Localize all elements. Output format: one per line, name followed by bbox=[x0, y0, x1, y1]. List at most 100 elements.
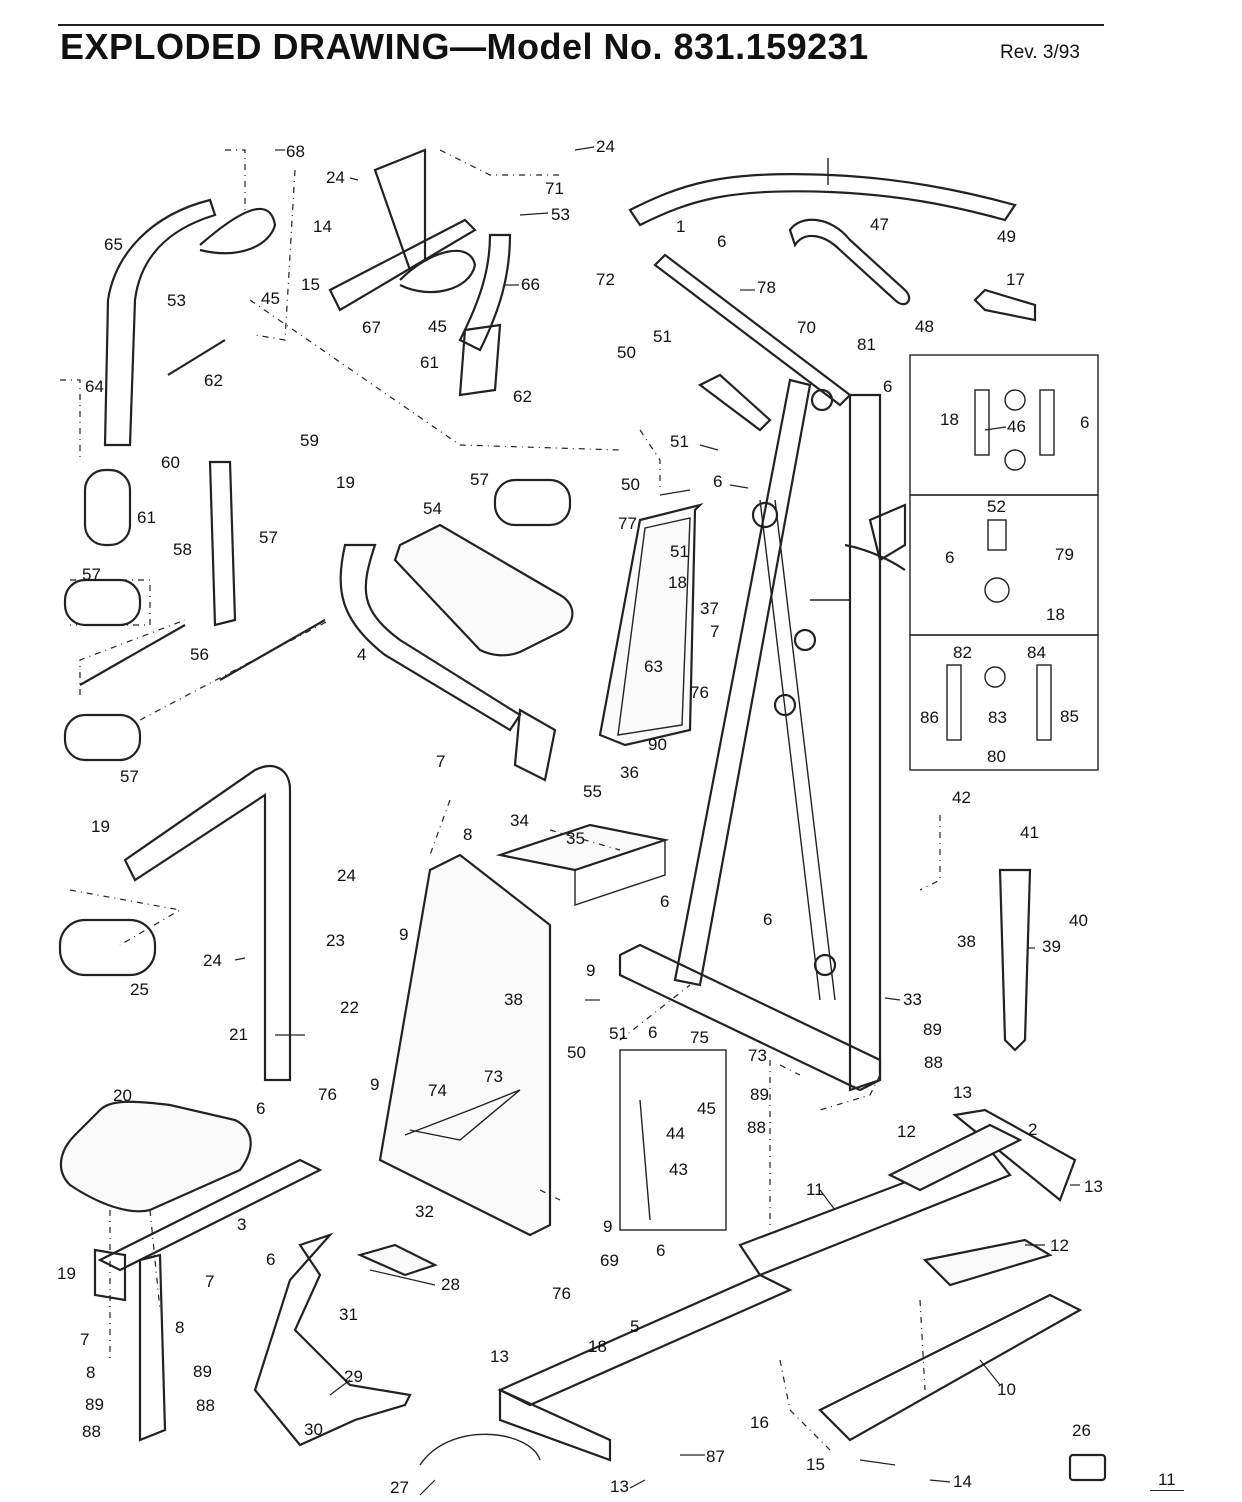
shaft-62 bbox=[167, 339, 226, 376]
callout-39: 39 bbox=[1042, 937, 1061, 956]
callout-7b: 7 bbox=[710, 622, 719, 641]
callout-24b: 24 bbox=[326, 168, 345, 187]
callout-6b: 6 bbox=[883, 377, 892, 396]
pedal-upper bbox=[887, 1123, 1023, 1192]
curl-stand bbox=[123, 764, 292, 1082]
callout-6: 6 bbox=[717, 232, 726, 251]
callout-64: 64 bbox=[85, 377, 104, 396]
callout-6g: 6 bbox=[763, 910, 772, 929]
shaft-56-right bbox=[219, 619, 326, 681]
callout-33: 33 bbox=[903, 990, 922, 1009]
callout-61: 61 bbox=[420, 353, 439, 372]
chain bbox=[788, 218, 911, 306]
roller-57-upper bbox=[493, 478, 572, 527]
callout-18c: 18 bbox=[1046, 605, 1065, 624]
callout-9: 9 bbox=[399, 925, 408, 944]
callout-87: 87 bbox=[706, 1447, 725, 1466]
callout-20: 20 bbox=[113, 1086, 132, 1105]
callout-53: 53 bbox=[551, 205, 570, 224]
callout-8b: 8 bbox=[175, 1318, 184, 1337]
callout-11: 11 bbox=[806, 1180, 824, 1199]
callout-61b: 61 bbox=[137, 508, 156, 527]
callout-74: 74 bbox=[428, 1081, 447, 1100]
butterfly-arm-right bbox=[458, 233, 512, 352]
callout-50c: 50 bbox=[567, 1043, 586, 1062]
callout-40: 40 bbox=[1069, 911, 1088, 930]
callout-45b: 45 bbox=[428, 317, 447, 336]
callout-43: 43 bbox=[669, 1160, 688, 1179]
callout-18: 18 bbox=[668, 573, 687, 592]
callout-6j: 6 bbox=[266, 1250, 275, 1269]
callout-36: 36 bbox=[620, 763, 639, 782]
tower-front-post bbox=[673, 378, 812, 987]
callout-18d: 18 bbox=[588, 1337, 607, 1356]
callout-65: 65 bbox=[104, 235, 123, 254]
callout-70: 70 bbox=[797, 318, 816, 337]
callout-15b: 15 bbox=[806, 1455, 825, 1474]
callout-6i: 6 bbox=[256, 1099, 265, 1118]
callout-76c: 76 bbox=[552, 1284, 571, 1303]
callout-6e: 6 bbox=[1080, 413, 1089, 432]
callout-31: 31 bbox=[339, 1305, 358, 1324]
callout-48: 48 bbox=[915, 317, 934, 336]
callout-59: 59 bbox=[300, 431, 319, 450]
callout-45c: 45 bbox=[697, 1099, 716, 1118]
callout-7: 7 bbox=[436, 752, 445, 771]
callout-50b: 50 bbox=[621, 475, 640, 494]
callout-12b: 12 bbox=[1050, 1236, 1069, 1255]
callout-13: 13 bbox=[953, 1083, 972, 1102]
callout-62: 62 bbox=[204, 371, 223, 390]
callout-30: 30 bbox=[304, 1420, 323, 1439]
roller-25 bbox=[58, 918, 157, 977]
callout-88b: 88 bbox=[747, 1118, 766, 1137]
callout-69: 69 bbox=[600, 1251, 619, 1270]
callout-75: 75 bbox=[690, 1028, 709, 1047]
callout-22: 22 bbox=[340, 998, 359, 1017]
callout-14: 14 bbox=[953, 1472, 972, 1491]
callout-73b: 73 bbox=[748, 1046, 767, 1065]
callout-73: 73 bbox=[484, 1067, 503, 1086]
press-arm-pad bbox=[598, 502, 704, 747]
tower-base bbox=[618, 943, 882, 1092]
callout-8: 8 bbox=[463, 825, 472, 844]
callout-21: 21 bbox=[229, 1025, 248, 1044]
weight-block bbox=[356, 1243, 438, 1277]
callout-29: 29 bbox=[344, 1367, 363, 1386]
callout-45: 45 bbox=[261, 289, 280, 308]
roller-57-left bbox=[63, 578, 142, 627]
roller-57-lower bbox=[63, 713, 142, 762]
back-rest-panel bbox=[378, 853, 552, 1237]
callout-68: 68 bbox=[286, 142, 305, 161]
callout-88: 88 bbox=[924, 1053, 943, 1072]
callout-28: 28 bbox=[441, 1275, 460, 1294]
callout-57c: 57 bbox=[82, 565, 101, 584]
callout-6c: 6 bbox=[713, 472, 722, 491]
callout-12: 12 bbox=[897, 1122, 916, 1141]
strap bbox=[973, 288, 1037, 322]
callout-71: 71 bbox=[545, 179, 564, 198]
callout-51d: 51 bbox=[609, 1024, 628, 1043]
callout-6k: 6 bbox=[656, 1241, 665, 1260]
page-title: EXPLODED DRAWING—Model No. 831.159231 bbox=[60, 26, 869, 67]
callout-79: 79 bbox=[1055, 545, 1074, 564]
callout-24c: 24 bbox=[337, 866, 356, 885]
callout-63: 63 bbox=[644, 657, 663, 676]
callout-53b: 53 bbox=[167, 291, 186, 310]
callout-76: 76 bbox=[690, 683, 709, 702]
callout-57b: 57 bbox=[259, 528, 278, 547]
callout-19b: 19 bbox=[91, 817, 110, 836]
callout-38: 38 bbox=[957, 932, 976, 951]
handle-bar bbox=[628, 172, 1017, 227]
roller-61 bbox=[83, 468, 132, 547]
callout-14b: 14 bbox=[313, 217, 332, 236]
detail-box-pulley bbox=[909, 354, 1099, 496]
callout-72: 72 bbox=[596, 270, 615, 289]
callout-19: 19 bbox=[336, 473, 355, 492]
callout-85: 85 bbox=[1060, 707, 1079, 726]
callout-26: 26 bbox=[1072, 1421, 1091, 1440]
leg-curl-arm bbox=[339, 543, 522, 732]
callout-50: 50 bbox=[617, 343, 636, 362]
page-number: 11 bbox=[1150, 1470, 1184, 1491]
callout-6f: 6 bbox=[660, 892, 669, 911]
callout-2: 2 bbox=[1028, 1120, 1037, 1139]
